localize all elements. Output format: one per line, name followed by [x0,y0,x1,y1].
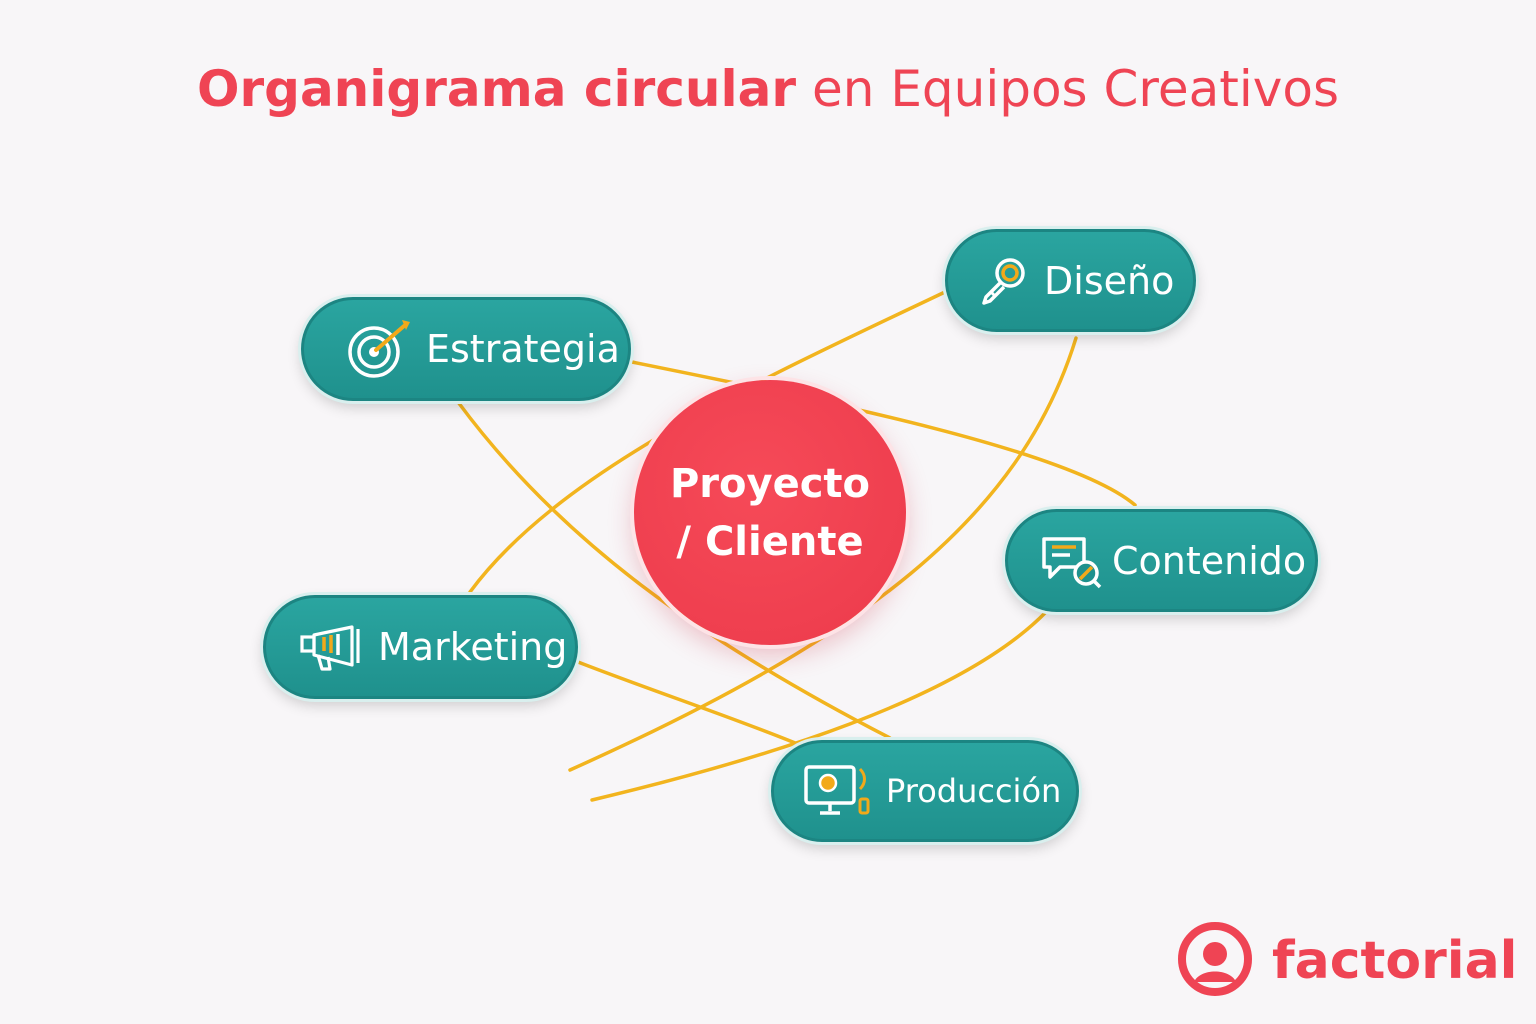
chat-edit-icon [1040,533,1104,589]
node-estrategia[interactable]: Estrategia [301,297,631,401]
link-diseno-lower [568,336,1078,772]
factorial-logo: factorial [1176,920,1518,1002]
user-circle-icon [1176,920,1254,1002]
node-label-marketing: Marketing [378,625,568,669]
center-label-line1: Proyecto [669,460,871,507]
title-light: en Equipos Creativos [811,60,1339,118]
page-title: Organigrama circular en Equipos Creativo… [0,60,1536,118]
center-label-line2: / Cliente [676,518,864,565]
link-estrategia-produccion [456,400,892,740]
brand-name: factorial [1272,931,1518,991]
node-label-diseno: Diseño [1044,258,1175,303]
monitor-icon [804,763,874,819]
node-label-contenido: Contenido [1112,538,1307,583]
node-marketing[interactable]: Marketing [263,595,578,699]
node-label-produccion: Producción [886,772,1062,810]
project-client-node[interactable]: Proyecto / Cliente [634,380,906,645]
design-pen-icon [978,255,1030,307]
node-produccion[interactable]: Producción [771,740,1079,842]
megaphone-icon [300,621,364,673]
node-label-estrategia: Estrategia [426,327,620,371]
link-estrategia-contenido [630,360,1137,507]
link-marketing-produccion [576,660,802,747]
node-diseno[interactable]: Diseño [945,229,1196,332]
title-bold: Organigrama circular [196,60,797,118]
link-contenido-lower [590,610,1048,802]
target-icon [344,318,412,380]
node-contenido[interactable]: Contenido [1005,509,1318,612]
